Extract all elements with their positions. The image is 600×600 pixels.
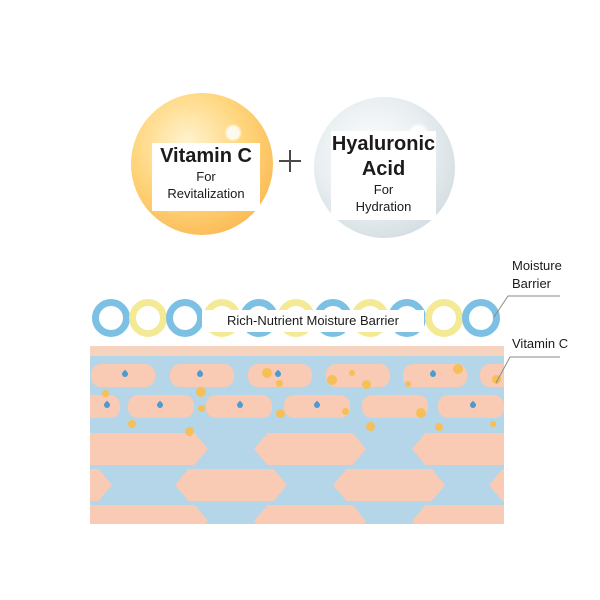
barrier-ring — [166, 299, 204, 337]
hyaluronic-acid-desc-line2: Hydration — [355, 199, 412, 214]
vitamin-c-dot — [262, 368, 272, 378]
vitamin-c-dot — [349, 370, 355, 376]
moisture-barrier-callout-line2: Barrier — [512, 276, 552, 291]
moisture-barrier-leader — [493, 295, 560, 318]
vitamin-c-card: Vitamin C For Revitalization — [152, 143, 260, 211]
plus-icon — [279, 150, 301, 172]
skin-cell-hex — [412, 433, 504, 465]
vitamin-c-dot — [366, 422, 375, 431]
skin-cell-hex — [96, 433, 208, 465]
vitamin-c-dot — [453, 364, 463, 374]
barrier-ring — [462, 299, 500, 337]
vitamin-c-dot — [435, 423, 443, 431]
skin-cell-hex — [412, 505, 504, 524]
skin-cell — [326, 364, 390, 387]
vitamin-c-desc-line2: Revitalization — [167, 186, 245, 201]
skin-cell — [362, 395, 428, 418]
hyaluronic-acid-card: Hyaluronic Acid For Hydration — [331, 131, 436, 220]
vitamin-c-title: Vitamin C — [160, 145, 252, 167]
hyaluronic-acid-title-line1: Hyaluronic — [331, 133, 436, 155]
vitamin-c-dot — [276, 380, 283, 387]
vitamin-c-dot — [276, 409, 285, 418]
skin-cell-hex — [254, 433, 366, 465]
vitamin-c-dot — [492, 375, 501, 384]
skin-surface-band — [90, 346, 504, 356]
moisture-barrier-callout-line1: Moisture — [512, 258, 562, 273]
barrier-ring — [129, 299, 167, 337]
vitamin-c-leader — [495, 356, 560, 384]
vitamin-c-dot — [405, 381, 411, 387]
vitamin-c-dot — [490, 421, 496, 427]
vitamin-c-dot — [102, 390, 109, 397]
skin-cell-hex — [333, 469, 445, 501]
vitamin-c-dot — [362, 380, 371, 389]
vitamin-c-dot — [128, 420, 136, 428]
vitamin-c-callout: Vitamin C — [512, 336, 569, 351]
vitamin-c-dot — [416, 408, 426, 418]
vitamin-c-dot — [198, 405, 205, 412]
vitamin-c-dot — [327, 375, 337, 385]
moisture-barrier-label: Rich-Nutrient Moisture Barrier — [202, 310, 424, 332]
moisture-barrier-callout: Moisture Barrier — [512, 257, 592, 293]
skin-cell-hex — [96, 505, 208, 524]
skin-cell-hex — [254, 505, 366, 524]
barrier-ring — [92, 299, 130, 337]
barrier-ring — [425, 299, 463, 337]
skin-cross-section — [90, 346, 504, 524]
vitamin-c-desc-line1: For — [196, 169, 216, 184]
vitamin-c-dot — [342, 408, 349, 415]
skin-cell-hex — [175, 469, 287, 501]
vitamin-c-dot — [185, 427, 194, 436]
vitamin-c-dot — [196, 387, 206, 397]
hyaluronic-acid-title-line2: Acid — [361, 158, 406, 180]
hyaluronic-acid-desc-line1: For — [373, 182, 394, 197]
